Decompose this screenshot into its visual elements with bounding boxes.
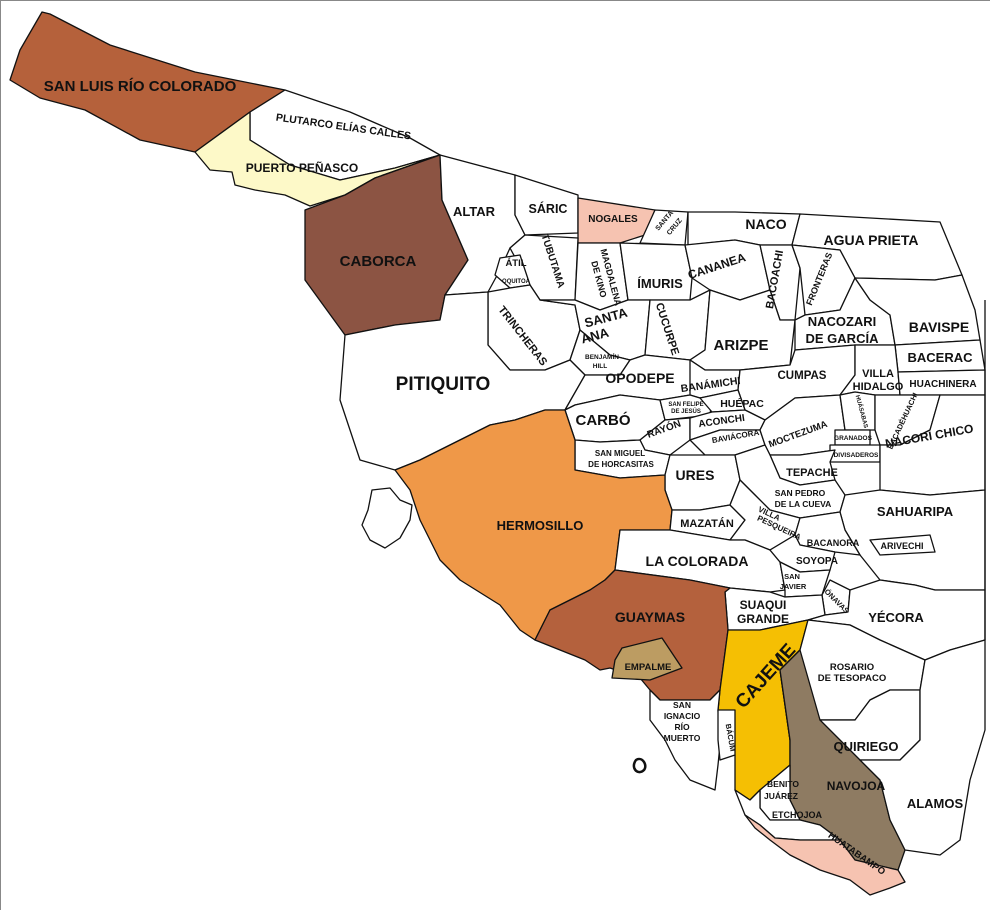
label-ures: URES	[676, 467, 715, 483]
label-benito-2: JUÁREZ	[764, 791, 798, 801]
label-arizpe: ARIZPE	[713, 337, 768, 354]
label-rosario-1: ROSARIO	[830, 662, 874, 673]
label-san-luis-rio-colorado: SAN LUIS RÍO COLORADO	[44, 78, 237, 95]
label-huepac: HUÉPAC	[720, 397, 764, 410]
label-san-javier-2: JAVIER	[780, 582, 807, 591]
region-bacum[interactable]	[717, 709, 736, 761]
label-caborca: CABORCA	[340, 253, 417, 270]
label-quiriego: QUIRIEGO	[833, 739, 898, 754]
label-bacanora: BACANORA	[807, 538, 860, 548]
label-mazatan: MAZATÁN	[680, 517, 734, 530]
label-oquitoa: OQUITOA	[502, 279, 531, 285]
region-huatabampo[interactable]	[744, 814, 906, 896]
label-cumpas: CUMPAS	[778, 370, 827, 382]
region-saric[interactable]	[514, 174, 579, 236]
label-san-ignacio-1: SAN	[673, 700, 691, 710]
label-hermosillo: HERMOSILLO	[497, 518, 584, 533]
region-arivechi[interactable]	[869, 534, 936, 556]
region-nogales[interactable]	[577, 197, 656, 244]
label-yecora: YÉCORA	[868, 610, 924, 625]
label-villa-hidalgo-2: HIDALGO	[853, 381, 904, 393]
label-san-pedro-2: DE LA CUEVA	[775, 499, 832, 509]
region-imuris[interactable]	[619, 242, 693, 301]
label-pitiquito: PITIQUITO	[396, 374, 491, 395]
label-san-miguel-1: SAN MIGUEL	[595, 449, 645, 458]
label-bacerac: BACERAC	[908, 350, 974, 365]
label-san-felipe-2: DE JESÚS	[671, 408, 701, 415]
label-tepache: TEPACHE	[786, 467, 838, 479]
label-atil: ÁTIL	[505, 258, 526, 269]
region-alamos[interactable]	[859, 639, 986, 856]
label-san-ignacio-4: MUERTO	[664, 733, 701, 743]
label-soyopa: SOYOPA	[796, 556, 838, 567]
label-san-miguel-2: DE HORCASITAS	[588, 460, 654, 469]
label-nogales: NOGALES	[588, 214, 638, 225]
label-opodepe: OPODEPE	[605, 370, 674, 386]
region-empalme[interactable]	[611, 637, 683, 681]
label-guaymas: GUAYMAS	[615, 609, 685, 625]
label-altar: ALTAR	[453, 204, 496, 219]
region-puerto-penasco[interactable]	[194, 111, 441, 207]
label-san-felipe-1: SAN FELIPE	[668, 402, 703, 408]
label-benjamin-2: HILL	[593, 363, 607, 370]
label-agua-prieta: AGUA PRIETA	[824, 232, 919, 248]
label-naco: NACO	[745, 216, 786, 232]
label-san-javier-1: SAN	[784, 572, 800, 581]
label-san-ignacio-3: RÍO	[674, 722, 690, 732]
label-suaqui-1: SUAQUI	[740, 598, 787, 612]
label-divisaderos: DIVISADEROS	[834, 452, 879, 459]
label-suaqui-2: GRANDE	[737, 612, 789, 626]
label-sahuaripa: SAHUARIPA	[877, 504, 954, 519]
label-villa-hidalgo-1: VILLA	[862, 368, 894, 380]
label-la-colorada: LA COLORADA	[646, 553, 749, 569]
label-bavispe: BAVISPE	[909, 319, 969, 335]
small-island	[632, 757, 647, 774]
label-alamos: ALAMOS	[907, 796, 964, 811]
label-nacozari-2: DE GARCÍA	[806, 331, 880, 346]
label-etchojoa: ETCHOJOA	[772, 810, 823, 820]
label-empalme: EMPALME	[625, 662, 672, 673]
label-benito-1: BENITO	[767, 779, 799, 789]
label-huachinera: HUACHINERA	[909, 379, 976, 390]
label-granados: GRANADOS	[834, 435, 873, 442]
label-saric: SÁRIC	[529, 201, 568, 216]
label-san-ignacio-2: IGNACIO	[664, 711, 701, 721]
label-santa-ana-2: ANA	[579, 325, 611, 347]
tiburon-island	[361, 487, 413, 549]
label-benjamin-1: BENJAMÍN	[585, 352, 619, 361]
label-rosario-2: DE TESOPACO	[818, 673, 886, 684]
label-san-pedro-1: SAN PEDRO	[775, 488, 826, 498]
label-navojoa: NAVOJOA	[827, 779, 886, 793]
label-imuris: ÍMURIS	[637, 276, 683, 291]
label-arivechi: ARIVECHI	[880, 541, 923, 551]
label-carbo: CARBÓ	[576, 411, 631, 429]
label-puerto-penasco: PUERTO PEÑASCO	[246, 160, 358, 175]
label-nacozari-1: NACOZARI	[808, 314, 877, 329]
